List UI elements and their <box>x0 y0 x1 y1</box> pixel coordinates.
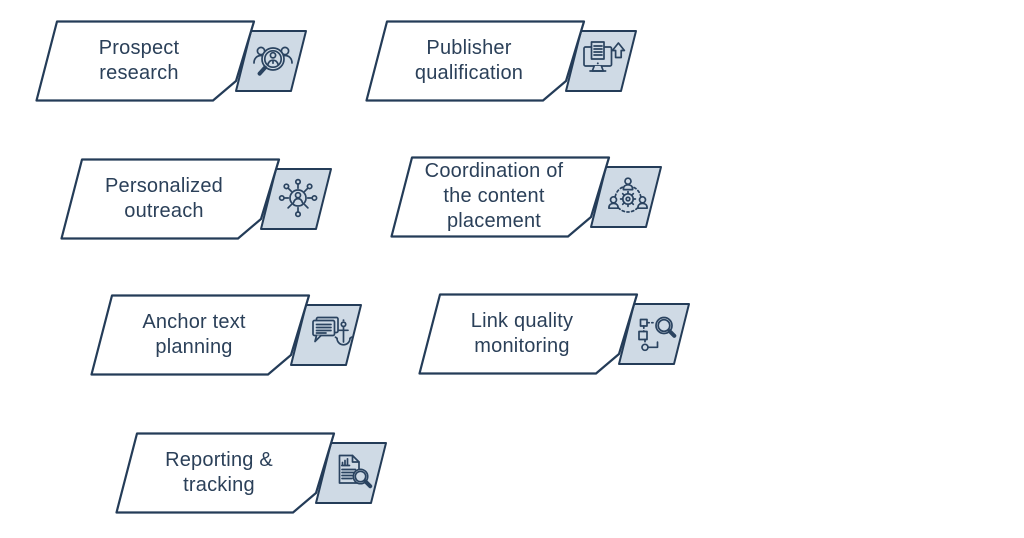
step-label: Prospect research <box>98 36 180 84</box>
banner-shape <box>390 156 662 238</box>
speech-bubble-anchor-icon <box>312 316 353 346</box>
banner-panel <box>365 20 586 102</box>
banner-panel <box>60 158 281 240</box>
step-card-content-coordination: Coordination of the content placement <box>390 156 670 240</box>
outreach-network-icon <box>278 178 318 218</box>
banner-shape <box>365 20 637 102</box>
banner-panel <box>418 293 639 375</box>
banner-panel <box>115 432 336 514</box>
step-label: Publisher qualification <box>414 36 524 84</box>
step-card-publisher-qualification: Publisher qualification <box>365 20 645 104</box>
step-label: Anchor text planning <box>142 310 246 358</box>
step-card-reporting-tracking: Reporting & tracking <box>115 432 395 516</box>
step-label: Coordination of the content placement <box>424 160 564 232</box>
monitor-upload-icon <box>583 41 626 72</box>
flowchart-magnifier-icon <box>638 316 677 352</box>
banner-shape <box>115 432 387 514</box>
banner-shape <box>35 20 307 102</box>
report-magnifier-icon <box>338 454 373 489</box>
step-label: Link quality monitoring <box>470 309 574 357</box>
banner-shape <box>60 158 332 240</box>
banner-panel <box>35 20 256 102</box>
step-label: Personalized outreach <box>104 174 224 222</box>
team-gear-icon <box>608 177 648 213</box>
icon-chip <box>618 303 690 365</box>
banner-panel <box>390 156 611 238</box>
step-card-prospect-research: Prospect research <box>35 20 315 104</box>
step-card-personalized-outreach: Personalized outreach <box>60 158 340 242</box>
step-label: Reporting & tracking <box>165 448 273 496</box>
people-search-icon <box>253 46 293 76</box>
step-card-anchor-text-planning: Anchor text planning <box>90 294 370 378</box>
banner-shape <box>90 294 362 376</box>
step-card-link-quality-monitoring: Link quality monitoring <box>418 293 698 377</box>
banner-panel <box>90 294 311 376</box>
banner-shape <box>418 293 690 375</box>
